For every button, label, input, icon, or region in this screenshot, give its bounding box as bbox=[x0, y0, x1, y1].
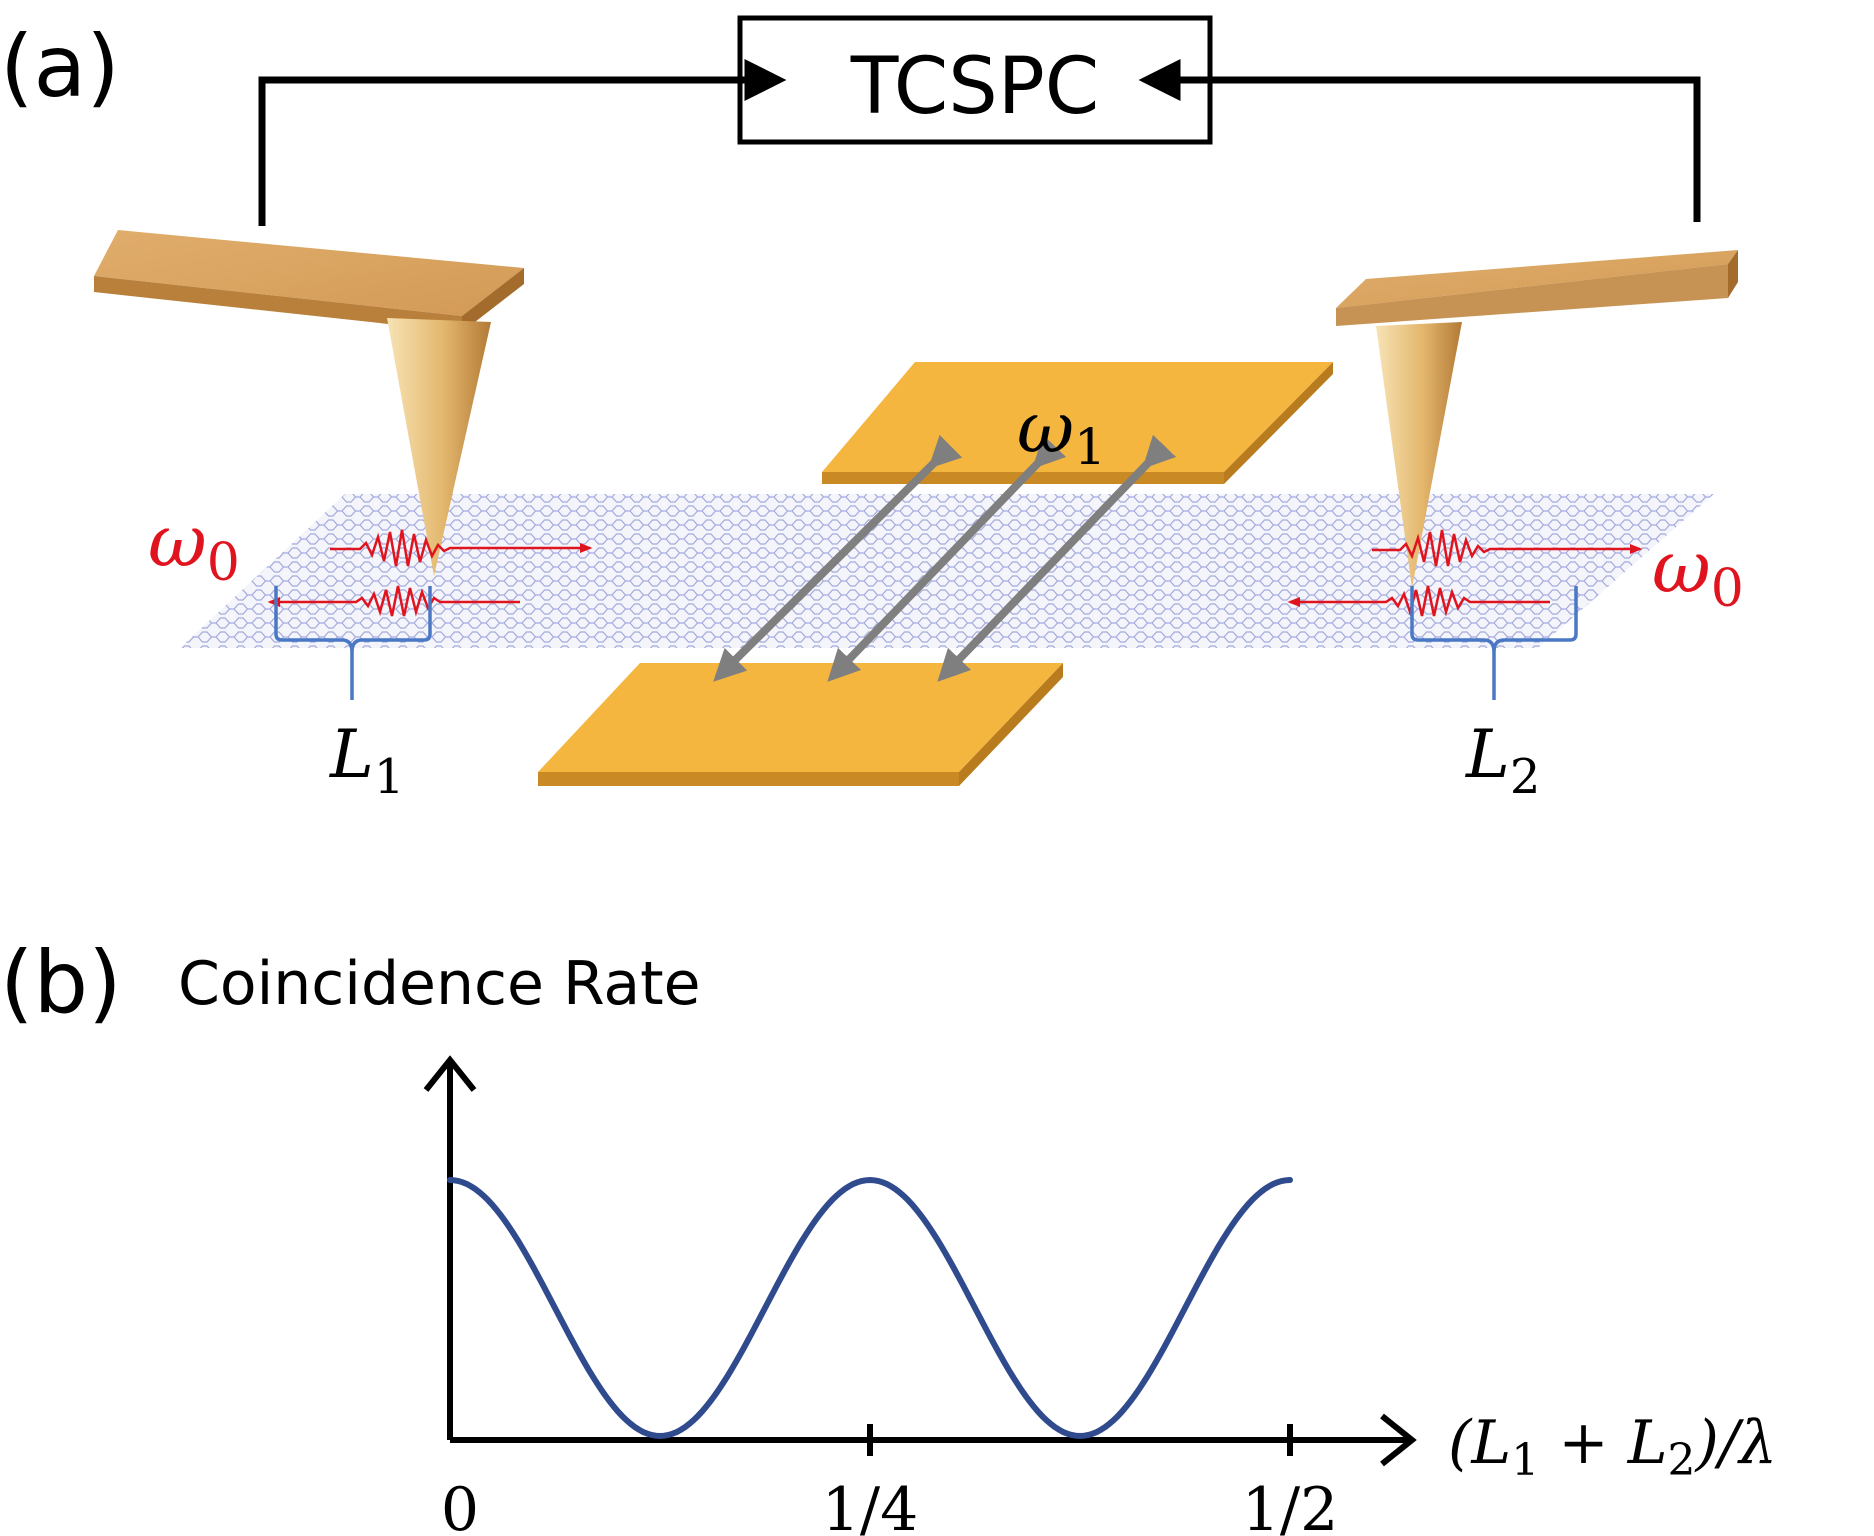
left-length-brace bbox=[274, 586, 432, 700]
right-wire bbox=[1138, 59, 1701, 222]
x-tick-label: 0 bbox=[441, 1475, 479, 1536]
right-afm-probe bbox=[1336, 250, 1738, 588]
x-axis-arrowhead bbox=[1380, 1413, 1417, 1467]
left-wire bbox=[258, 59, 787, 226]
x-ticks: 0 1/4 1/2 bbox=[441, 1424, 1338, 1536]
length-L1-label: L1 bbox=[329, 716, 404, 805]
graphene-sheet bbox=[180, 494, 1714, 648]
omega0-left-label: ω0 bbox=[148, 499, 240, 593]
coupling-arrows bbox=[713, 434, 1177, 682]
left-afm-probe bbox=[94, 230, 524, 576]
chart-axes bbox=[423, 1055, 1417, 1467]
chart-xlabel: (L1 + L2)/λ bbox=[1448, 1408, 1777, 1486]
omega0-right-label: ω0 bbox=[1652, 525, 1744, 619]
right-length-brace bbox=[1410, 586, 1578, 700]
x-tick-label: 1/2 bbox=[1242, 1475, 1339, 1536]
x-tick-label: 1/4 bbox=[822, 1475, 919, 1536]
length-L2-label: L2 bbox=[1465, 716, 1540, 805]
right-wave-right-going bbox=[1372, 529, 1643, 567]
y-axis-arrowhead bbox=[423, 1055, 477, 1092]
omega1-label: ω1 bbox=[1017, 387, 1106, 476]
chart-ylabel: Coincidence Rate bbox=[178, 949, 701, 1019]
left-wave-right-going bbox=[330, 529, 593, 567]
panel-a-label: (a) bbox=[0, 17, 120, 117]
right-wave-left-going bbox=[1287, 585, 1550, 617]
coupling-arrow-3 bbox=[937, 434, 1177, 682]
bottom-gold-pad bbox=[538, 663, 1063, 786]
right-emission-waves bbox=[1287, 529, 1643, 617]
coincidence-curve bbox=[447, 1176, 1293, 1440]
tcspc-label: TCSPC bbox=[850, 42, 1100, 132]
panel-b-label: (b) bbox=[0, 933, 122, 1033]
